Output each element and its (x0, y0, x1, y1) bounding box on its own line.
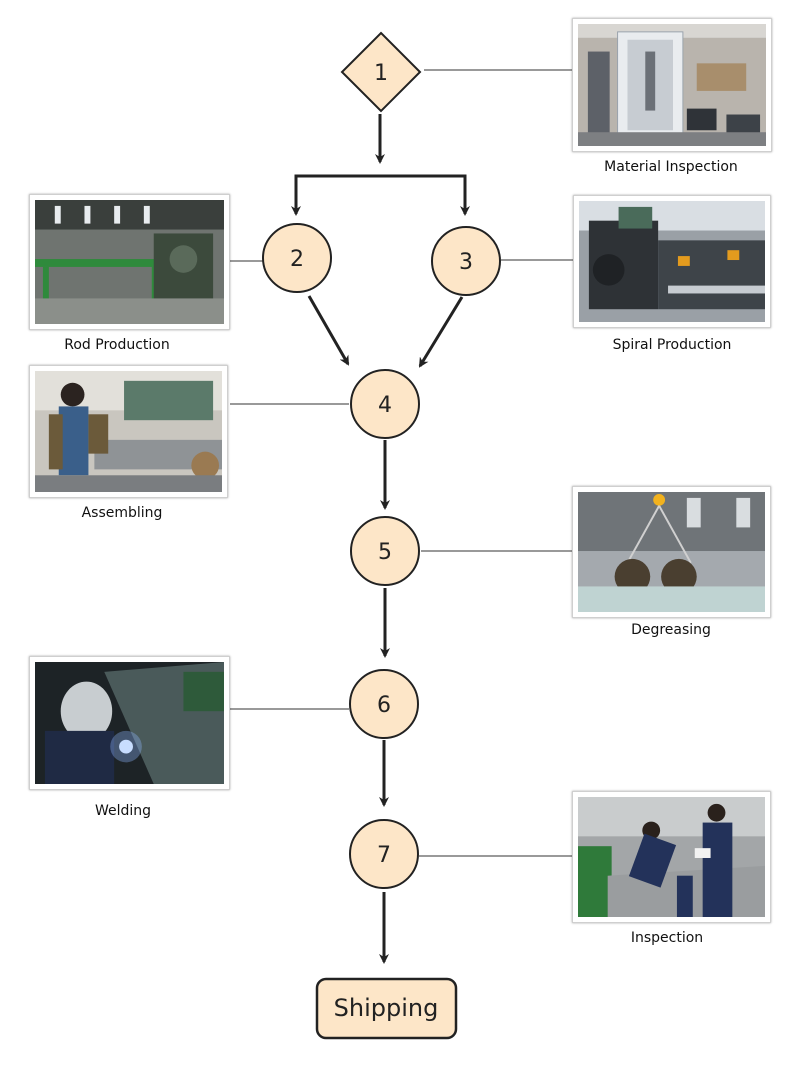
degreasing-tank-image (578, 492, 765, 612)
rod-machine-image (35, 200, 224, 324)
node-6-label: 6 (377, 693, 391, 718)
node-2: 2 (262, 223, 332, 293)
caption-inspection: Inspection (630, 930, 704, 946)
caption-spiral-production: Spiral Production (612, 337, 732, 353)
node-6: 6 (349, 669, 419, 739)
caption-rod-production: Rod Production (64, 337, 170, 353)
node-1: 1 (340, 31, 422, 113)
caption-assembling: Assembling (81, 505, 163, 521)
node-3: 3 (431, 226, 501, 296)
shipping-node: Shipping (315, 977, 458, 1040)
photo-welding (29, 656, 230, 790)
node-5: 5 (350, 516, 420, 586)
assembling-worker-image (35, 371, 222, 492)
flow-arrows (291, 114, 470, 964)
inspection-workers-image (578, 797, 765, 917)
photo-assembling (29, 365, 228, 498)
lab-machine-image (578, 24, 766, 146)
photo-material-inspection (572, 18, 772, 152)
welding-image (35, 662, 224, 784)
shipping-label: Shipping (334, 994, 439, 1022)
node-4-label: 4 (378, 393, 392, 418)
node-7-label: 7 (377, 843, 391, 868)
node-2-label: 2 (290, 247, 304, 272)
photo-connectors (230, 69, 573, 857)
node-5-label: 5 (378, 540, 392, 565)
caption-welding: Welding (94, 803, 152, 819)
node-1-label: 1 (374, 61, 388, 86)
node-7: 7 (349, 819, 419, 889)
photo-degreasing (572, 486, 771, 618)
arrow-3-4 (418, 296, 464, 368)
arrow-split-3 (294, 174, 470, 216)
caption-material-inspection: Material Inspection (604, 159, 738, 175)
node-3-label: 3 (459, 250, 473, 275)
photo-spiral-production (573, 195, 771, 328)
caption-degreasing: Degreasing (631, 622, 711, 638)
photo-rod-production (29, 194, 230, 330)
photo-inspection (572, 791, 771, 923)
node-4: 4 (350, 369, 420, 439)
arrow-2-4 (307, 295, 350, 366)
spiral-machine-image (579, 201, 765, 322)
